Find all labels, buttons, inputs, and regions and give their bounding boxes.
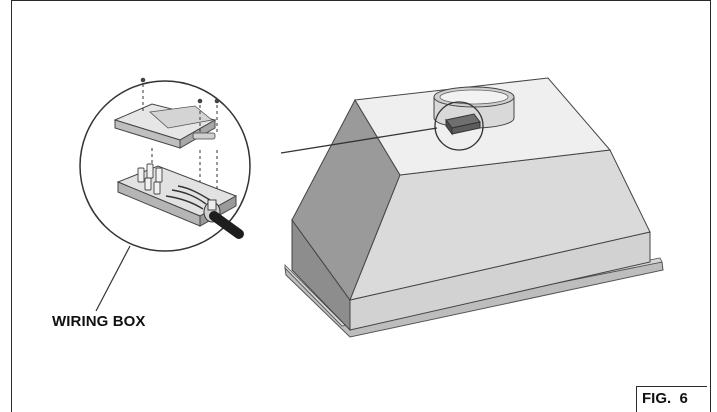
magnified-wiring-detail — [79, 77, 251, 252]
wires — [165, 185, 211, 210]
callout-leader-line — [95, 245, 131, 312]
power-cable — [209, 211, 244, 239]
figure-frame — [11, 0, 711, 412]
detail-highlight-circle — [434, 101, 484, 151]
terminal-posts — [137, 163, 163, 195]
wiring-box-on-hood — [445, 113, 481, 136]
magnifier-connector-line — [280, 127, 438, 154]
figure-number-label: FIG. 6 — [636, 386, 707, 412]
wiring-box-cover — [113, 103, 217, 149]
screw-icons — [140, 77, 220, 104]
wiring-box-callout-label: WIRING BOX — [52, 313, 146, 330]
